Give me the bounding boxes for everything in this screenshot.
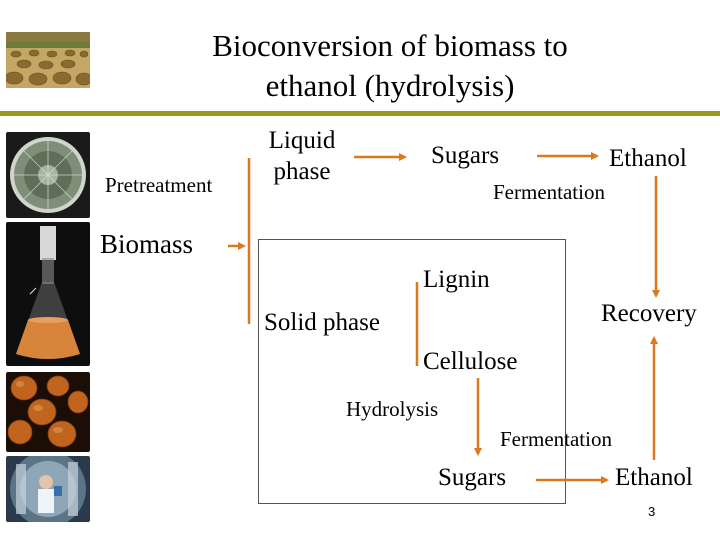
cellulose-label: Cellulose: [423, 348, 518, 375]
page-number: 3: [648, 504, 656, 519]
flask-culture-photo: [6, 222, 90, 366]
sugars-top-label: Sugars: [431, 142, 500, 169]
sugars-bottom-label: Sugars: [438, 464, 507, 491]
liquid-phase-line-1: Liquid: [268, 127, 336, 154]
lignin-label: Lignin: [423, 266, 490, 293]
solid-phase-label: Solid phase: [264, 309, 380, 336]
title-line-2: ethanol (hydrolysis): [265, 68, 515, 103]
pretreatment-label: Pretreatment: [105, 173, 213, 197]
recovery-label: Recovery: [601, 300, 697, 327]
ethanol-top-label: Ethanol: [609, 145, 687, 172]
liquid-phase-label: Liquid phase: [258, 125, 346, 187]
yeast-cells-photo: [6, 372, 90, 452]
title-divider: [0, 111, 720, 116]
solid-phase-box: [258, 239, 566, 504]
ethanol-bottom-label: Ethanol: [615, 464, 693, 491]
fermentation-bottom-label: Fermentation: [500, 427, 612, 451]
hydrolysis-label: Hydrolysis: [346, 397, 439, 421]
fermentation-top-label: Fermentation: [493, 180, 605, 204]
title-line-1: Bioconversion of biomass to: [212, 28, 568, 63]
liquid-phase-line-2: phase: [273, 158, 331, 185]
hay-bales-photo: [6, 32, 90, 88]
lab-worker-photo: [6, 456, 90, 522]
biomass-label: Biomass: [100, 229, 194, 259]
page-title: Bioconversion of biomass to ethanol (hyd…: [130, 26, 650, 106]
fungus-colony-photo: [6, 132, 90, 218]
